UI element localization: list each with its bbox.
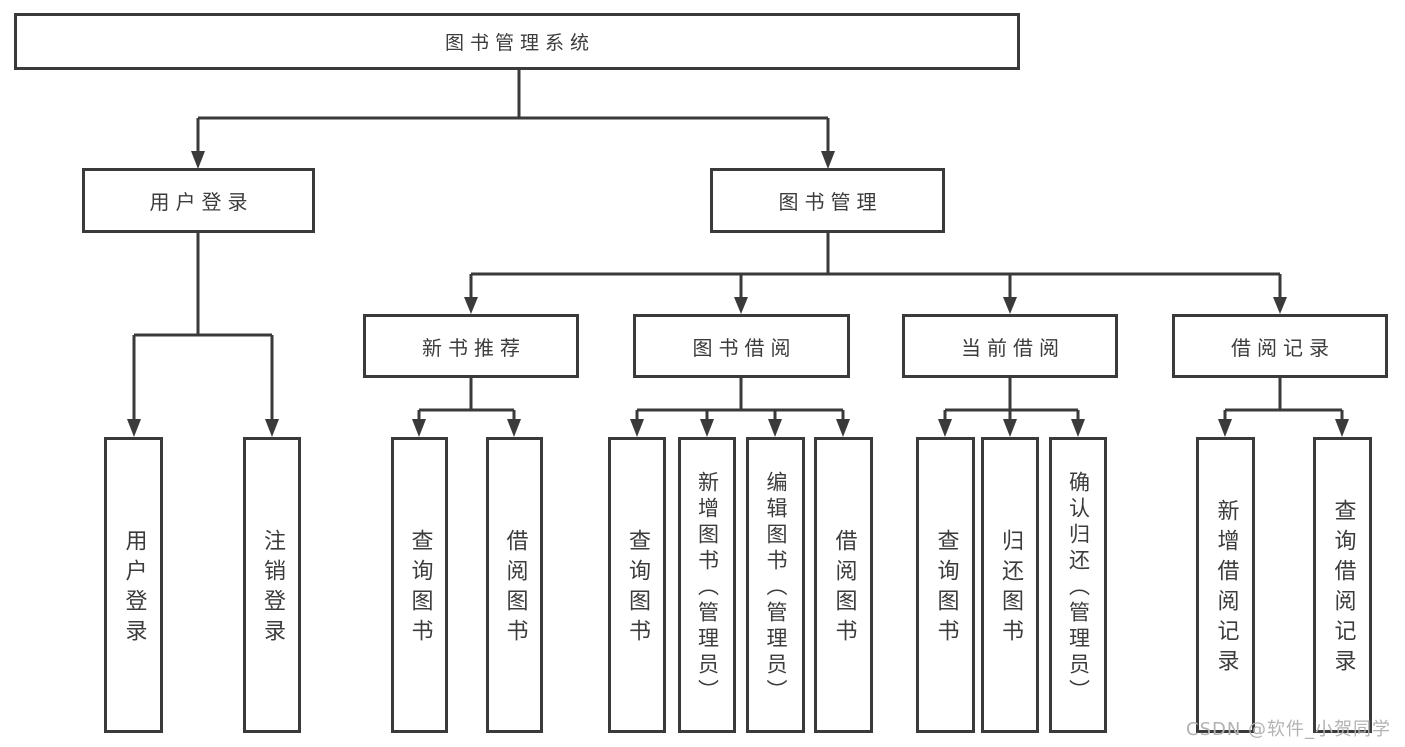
leaf-query-books-recommend: 查询图书 (391, 437, 448, 733)
leaf-edit-books-admin: 编辑图书（管理员） (746, 437, 805, 733)
leaf-borrow-books-recommend: 借阅图书 (486, 437, 543, 733)
node-book-management: 图书管理 (710, 168, 945, 233)
node-current-borrowing: 当前借阅 (902, 314, 1118, 378)
leaf-user-login: 用户登录 (104, 437, 163, 733)
node-book-borrowing: 图书借阅 (633, 314, 850, 378)
node-root-library-management-system: 图书管理系统 (14, 13, 1020, 70)
connector-current-borrow-to-leaves (938, 378, 1085, 437)
leaf-add-borrow-record: 新增借阅记录 (1196, 437, 1255, 733)
leaf-borrow-books: 借阅图书 (814, 437, 873, 733)
leaf-query-books-borrowing: 查询图书 (608, 437, 666, 733)
connector-root-to-level2 (191, 70, 835, 169)
node-borrowing-records: 借阅记录 (1172, 314, 1388, 378)
leaf-return-books: 归还图书 (981, 437, 1039, 733)
csdn-watermark: CSDN @软件_小贺同学 (1186, 719, 1392, 740)
node-new-book-recommendation: 新书推荐 (363, 314, 579, 378)
leaf-query-books-current: 查询图书 (916, 437, 975, 733)
connector-book-borrow-to-leaves (630, 378, 850, 437)
node-user-login: 用户登录 (82, 168, 315, 233)
leaf-add-books-admin: 新增图书（管理员） (678, 437, 736, 733)
leaf-logout: 注销登录 (243, 437, 301, 733)
leaf-confirm-return-admin: 确认归还（管理员） (1049, 437, 1107, 733)
connector-user-login-to-leaves (127, 233, 279, 437)
connector-new-book-to-leaves (412, 378, 521, 437)
leaf-query-borrow-record: 查询借阅记录 (1313, 437, 1372, 733)
connector-book-management-to-level3 (464, 233, 1287, 314)
connector-borrow-records-to-leaves (1218, 378, 1349, 437)
